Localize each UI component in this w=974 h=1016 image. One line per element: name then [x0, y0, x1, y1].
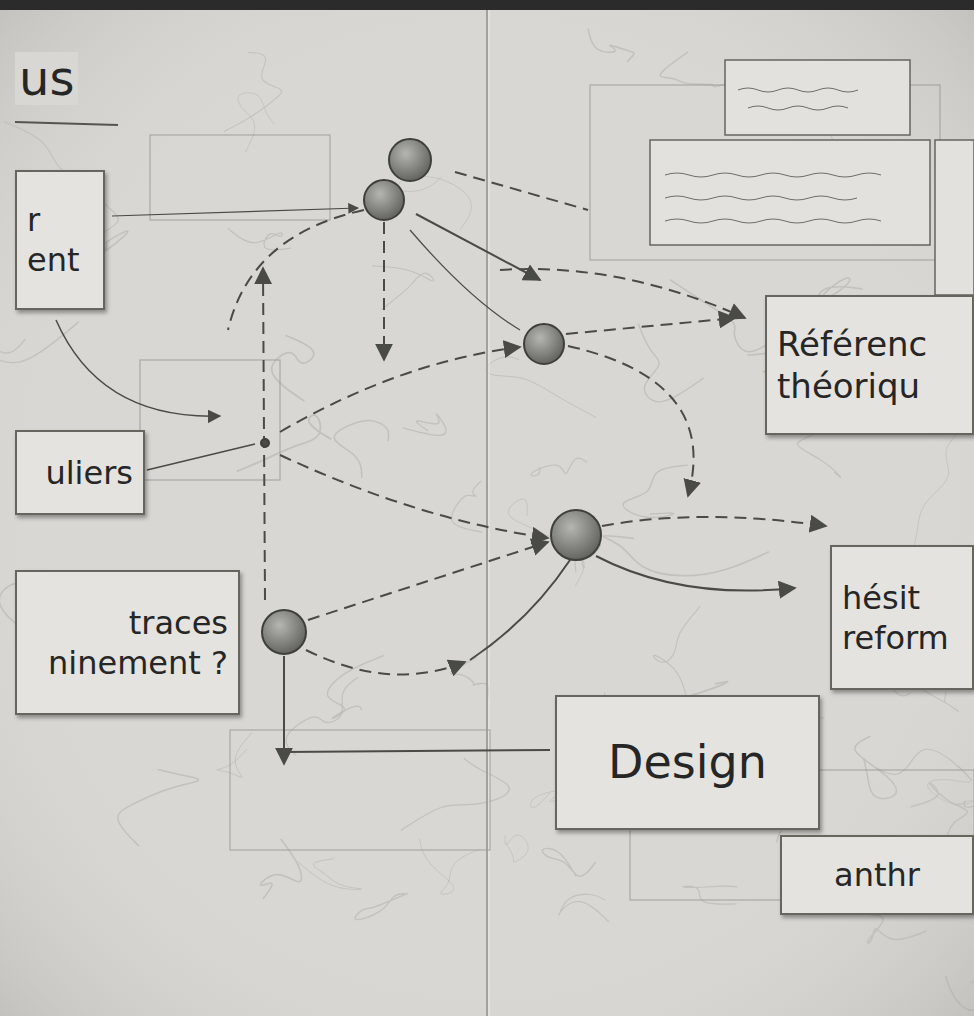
box-text: anthr — [792, 855, 962, 895]
note-box: hésit reform — [830, 545, 974, 690]
note-box: traces ninement ? — [15, 570, 240, 715]
box-text: uliers — [27, 453, 133, 493]
title-underline — [15, 122, 118, 125]
note-box: Design — [555, 695, 820, 830]
box-text: Design — [567, 734, 808, 792]
page-fold — [489, 10, 490, 1016]
box-text: traces ninement ? — [27, 603, 228, 683]
top-edge — [0, 0, 974, 10]
box-text: Référenc théoriqu — [777, 323, 962, 408]
note-box: r ent — [15, 170, 105, 310]
note-box: Référenc théoriqu — [765, 295, 974, 435]
node-dot — [261, 139, 601, 654]
box-text: r ent — [27, 200, 93, 280]
note-box: uliers — [15, 430, 145, 515]
note-box: anthr — [780, 835, 974, 915]
page-fold — [486, 10, 488, 1016]
note-sheets — [140, 85, 974, 900]
box-text: hésit reform — [842, 578, 962, 658]
scribble-note — [650, 60, 974, 295]
diagram-title: us — [15, 52, 78, 105]
